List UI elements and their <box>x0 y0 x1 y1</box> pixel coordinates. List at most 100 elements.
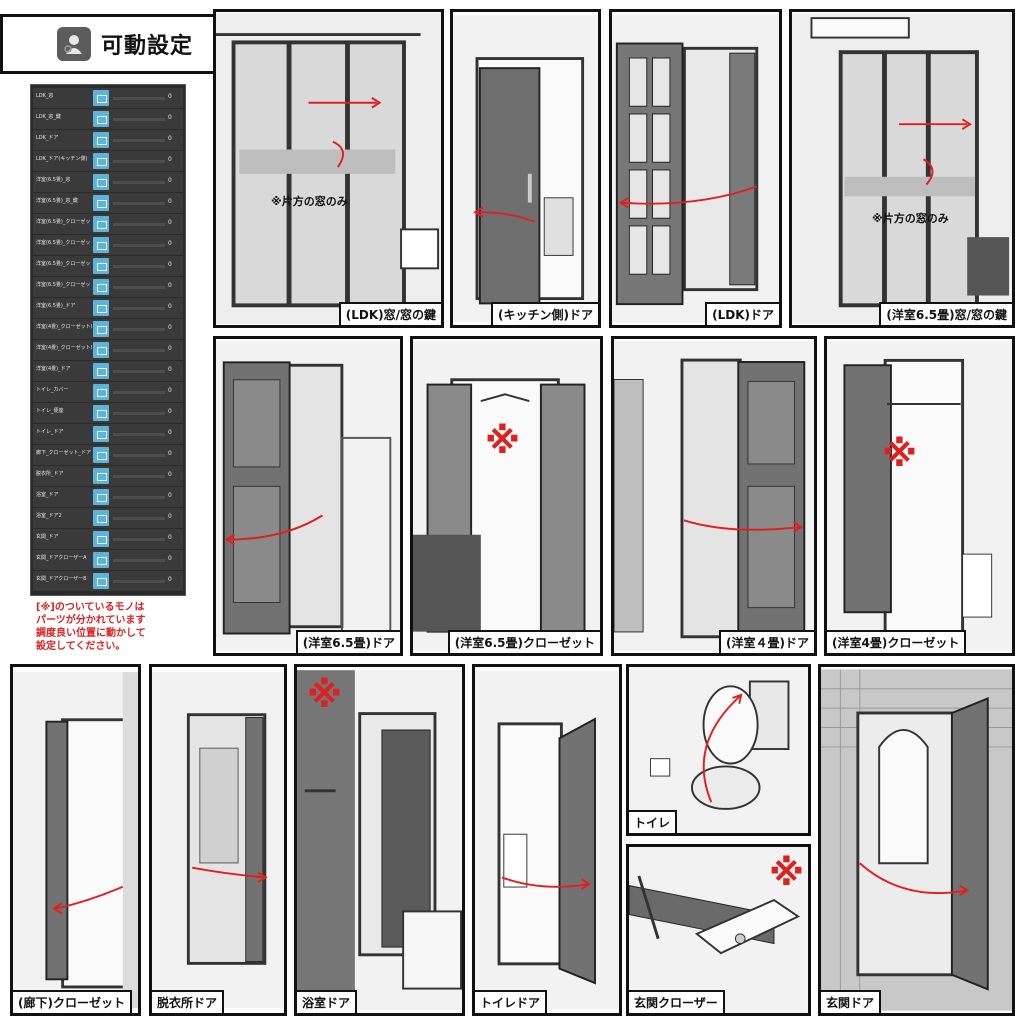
settings-figure-icon <box>57 27 91 61</box>
setting-value: 0 <box>168 156 172 163</box>
setting-value: 0 <box>168 219 172 226</box>
setting-slider[interactable] <box>113 391 165 394</box>
setting-label: 洋室(4畳)_ドア <box>36 366 71 372</box>
setting-slider[interactable] <box>113 349 165 352</box>
entrance-door-illustration <box>821 669 1012 1011</box>
parts-separated-mark: ※ <box>769 853 804 894</box>
pose-icon[interactable] <box>93 405 109 421</box>
setting-slider[interactable] <box>113 265 165 268</box>
setting-label: 洋室(6.5畳)_ドア <box>36 303 76 309</box>
setting-slider[interactable] <box>113 160 165 163</box>
setting-slider[interactable] <box>113 97 165 100</box>
tile-entrance-door: 玄関ドア <box>818 664 1015 1016</box>
setting-value: 0 <box>168 471 172 478</box>
tile-caption: 玄関ドア <box>821 990 882 1013</box>
tile-western4-door: (洋室４畳)ドア <box>611 336 817 656</box>
dressing-door-illustration <box>152 671 284 1009</box>
pose-icon[interactable] <box>93 552 109 568</box>
setting-slider[interactable] <box>113 475 165 478</box>
tile-caption: トイレ <box>629 810 678 833</box>
pose-icon[interactable] <box>93 426 109 442</box>
toilet-door-illustration <box>475 671 619 1009</box>
setting-slider[interactable] <box>113 202 165 205</box>
setting-value: 0 <box>168 261 172 268</box>
setting-label: 洋室(6.5畳)_クローゼット扉_2 <box>36 240 92 246</box>
setting-slider[interactable] <box>113 244 165 247</box>
setting-label: 洋室(6.5畳)_窓_鍵 <box>36 198 78 204</box>
pose-icon[interactable] <box>93 111 109 127</box>
setting-slider[interactable] <box>113 496 165 499</box>
setting-row: 洋室(6.5畳)_クローゼット扉_1 0 <box>33 214 183 234</box>
pose-icon[interactable] <box>93 468 109 484</box>
setting-slider[interactable] <box>113 517 165 520</box>
pose-icon[interactable] <box>93 489 109 505</box>
setting-slider[interactable] <box>113 559 165 562</box>
ldk-window-illustration <box>216 13 441 324</box>
setting-label: LDK_ドア <box>36 135 59 141</box>
setting-slider[interactable] <box>113 433 165 436</box>
setting-label: トイレ_便座 <box>36 408 64 414</box>
pose-icon[interactable] <box>93 300 109 316</box>
pose-icon[interactable] <box>93 153 109 169</box>
pose-icon[interactable] <box>93 447 109 463</box>
pose-icon[interactable] <box>93 510 109 526</box>
pose-icon[interactable] <box>93 174 109 190</box>
tile-caption: (洋室４畳)ドア <box>719 630 814 653</box>
setting-label: トイレ_カバー <box>36 387 69 393</box>
pose-icon[interactable] <box>93 216 109 232</box>
setting-label: 洋室(6.5畳)_クローゼット扉_3 <box>36 261 92 267</box>
setting-value: 0 <box>168 555 172 562</box>
setting-value: 0 <box>168 198 172 205</box>
pose-icon[interactable] <box>93 384 109 400</box>
setting-slider[interactable] <box>113 538 165 541</box>
page-title: 可動設定 <box>101 34 194 59</box>
pose-icon[interactable] <box>93 573 109 589</box>
setting-slider[interactable] <box>113 307 165 310</box>
pose-icon[interactable] <box>93 321 109 337</box>
setting-label: LDK_窓_鍵 <box>36 114 61 120</box>
setting-slider[interactable] <box>113 223 165 226</box>
tile-caption: (LDK)ドア <box>705 302 779 325</box>
tile-kitchen-door: (キッチン側)ドア <box>450 9 601 328</box>
bathroom-door-illustration <box>297 670 462 1010</box>
setting-value: 0 <box>168 240 172 247</box>
pose-icon[interactable] <box>93 531 109 547</box>
pose-icon[interactable] <box>93 90 109 106</box>
western65-window-illustration <box>792 13 1012 324</box>
setting-slider[interactable] <box>113 139 165 142</box>
setting-slider[interactable] <box>113 118 165 121</box>
tile-caption: (キッチン側)ドア <box>491 302 598 325</box>
setting-slider[interactable] <box>113 328 165 331</box>
pose-icon[interactable] <box>93 258 109 274</box>
window-annotation: ※片方の窓のみ <box>271 195 348 208</box>
tile-caption: (廊下)クローゼット <box>13 990 132 1013</box>
setting-value: 0 <box>168 429 172 436</box>
setting-slider[interactable] <box>113 181 165 184</box>
setting-slider[interactable] <box>113 412 165 415</box>
setting-slider[interactable] <box>113 286 165 289</box>
tile-caption: (洋室6.5畳)クローゼット <box>447 630 600 653</box>
pose-icon[interactable] <box>93 132 109 148</box>
setting-slider[interactable] <box>113 454 165 457</box>
setting-value: 0 <box>168 576 172 583</box>
western65-closet-illustration <box>413 340 600 652</box>
pose-icon[interactable] <box>93 279 109 295</box>
pose-icon[interactable] <box>93 237 109 253</box>
setting-value: 0 <box>168 135 172 142</box>
setting-label: 洋室(6.5畳)_クローゼット扉_1 <box>36 219 92 225</box>
tile-western65-door: (洋室6.5畳)ドア <box>213 336 403 656</box>
pose-icon[interactable] <box>93 195 109 211</box>
pose-icon[interactable] <box>93 342 109 358</box>
toilet-illustration <box>629 667 808 833</box>
pose-icon[interactable] <box>93 363 109 379</box>
western65-door-illustration <box>216 341 400 651</box>
setting-slider[interactable] <box>113 370 165 373</box>
setting-slider[interactable] <box>113 580 165 583</box>
tile-caption: 脱衣所ドア <box>152 990 225 1013</box>
setting-label: LDK_窓 <box>36 93 54 99</box>
